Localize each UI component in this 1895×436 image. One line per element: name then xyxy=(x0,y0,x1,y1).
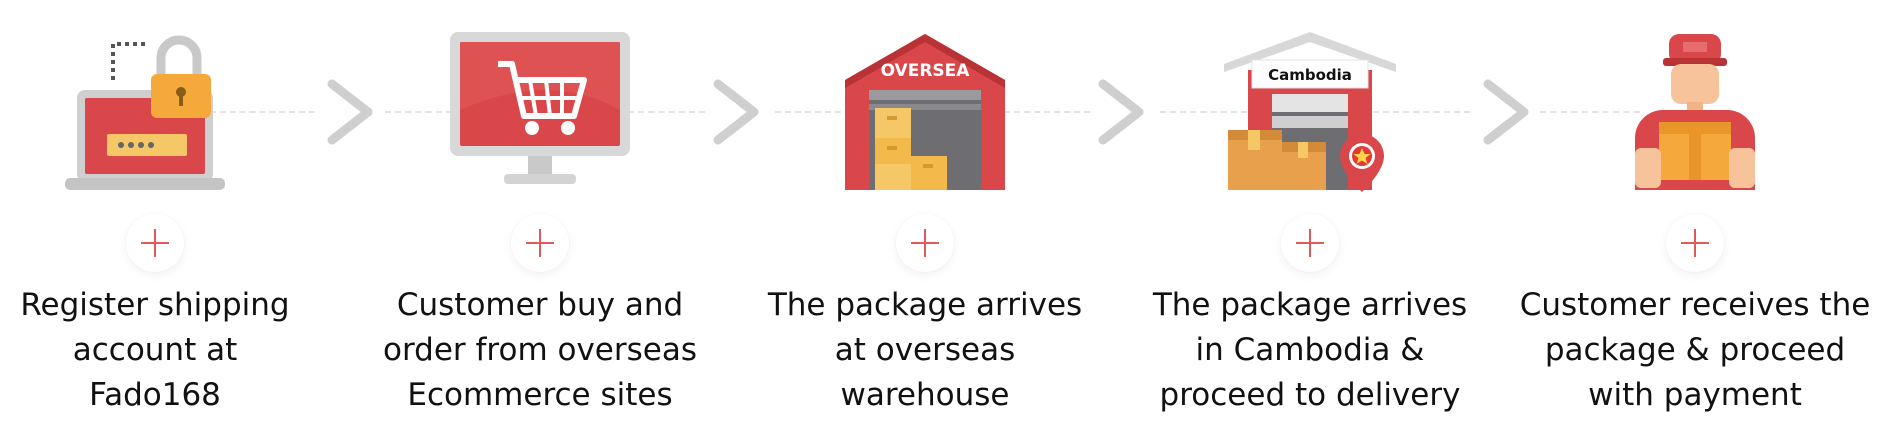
overseas-warehouse-icon: OVERSEA xyxy=(845,34,1005,190)
expand-step-button[interactable] xyxy=(511,214,569,272)
step-overseas-warehouse: OVERSEA The package arrives at overseas … xyxy=(735,0,1115,436)
connector-line xyxy=(200,111,315,113)
step-register: Register shipping account at Fado168 xyxy=(0,0,345,436)
expand-step-button[interactable] xyxy=(896,214,954,272)
connector-line xyxy=(1540,111,1640,113)
chevron-right-icon xyxy=(327,79,373,145)
warehouse-sign: OVERSEA xyxy=(881,61,971,81)
chevron-right-icon xyxy=(1098,79,1144,145)
warehouse-sign: Cambodia xyxy=(1268,66,1352,84)
step-order: Customer buy and order from overseas Eco… xyxy=(350,0,730,436)
monitor-cart-icon xyxy=(450,32,630,184)
expand-step-button[interactable] xyxy=(126,214,184,272)
plus-icon xyxy=(911,229,939,257)
delivery-person-icon xyxy=(1635,34,1755,190)
expand-step-button[interactable] xyxy=(1281,214,1339,272)
step-cambodia-warehouse: Cambodia The package arrives in Cambodia… xyxy=(1120,0,1500,436)
laptop-lock-icon xyxy=(65,35,225,190)
chevron-right-icon xyxy=(1483,79,1529,145)
step-caption: The package arrives at overseas warehous… xyxy=(767,287,1083,413)
step-caption: Customer buy and order from overseas Eco… xyxy=(382,287,697,413)
step-caption: The package arrives in Cambodia & procee… xyxy=(1152,287,1468,413)
plus-icon xyxy=(1681,229,1709,257)
plus-icon xyxy=(1296,229,1324,257)
chevron-right-icon xyxy=(713,79,759,145)
step-caption: Customer receives the package & proceed … xyxy=(1519,287,1871,413)
step-caption: Register shipping account at Fado168 xyxy=(20,287,290,413)
cambodia-warehouse-icon: Cambodia xyxy=(1224,32,1396,192)
expand-step-button[interactable] xyxy=(1666,214,1724,272)
plus-icon xyxy=(141,229,169,257)
step-receive: Customer receives the package & proceed … xyxy=(1505,0,1885,436)
plus-icon xyxy=(526,229,554,257)
